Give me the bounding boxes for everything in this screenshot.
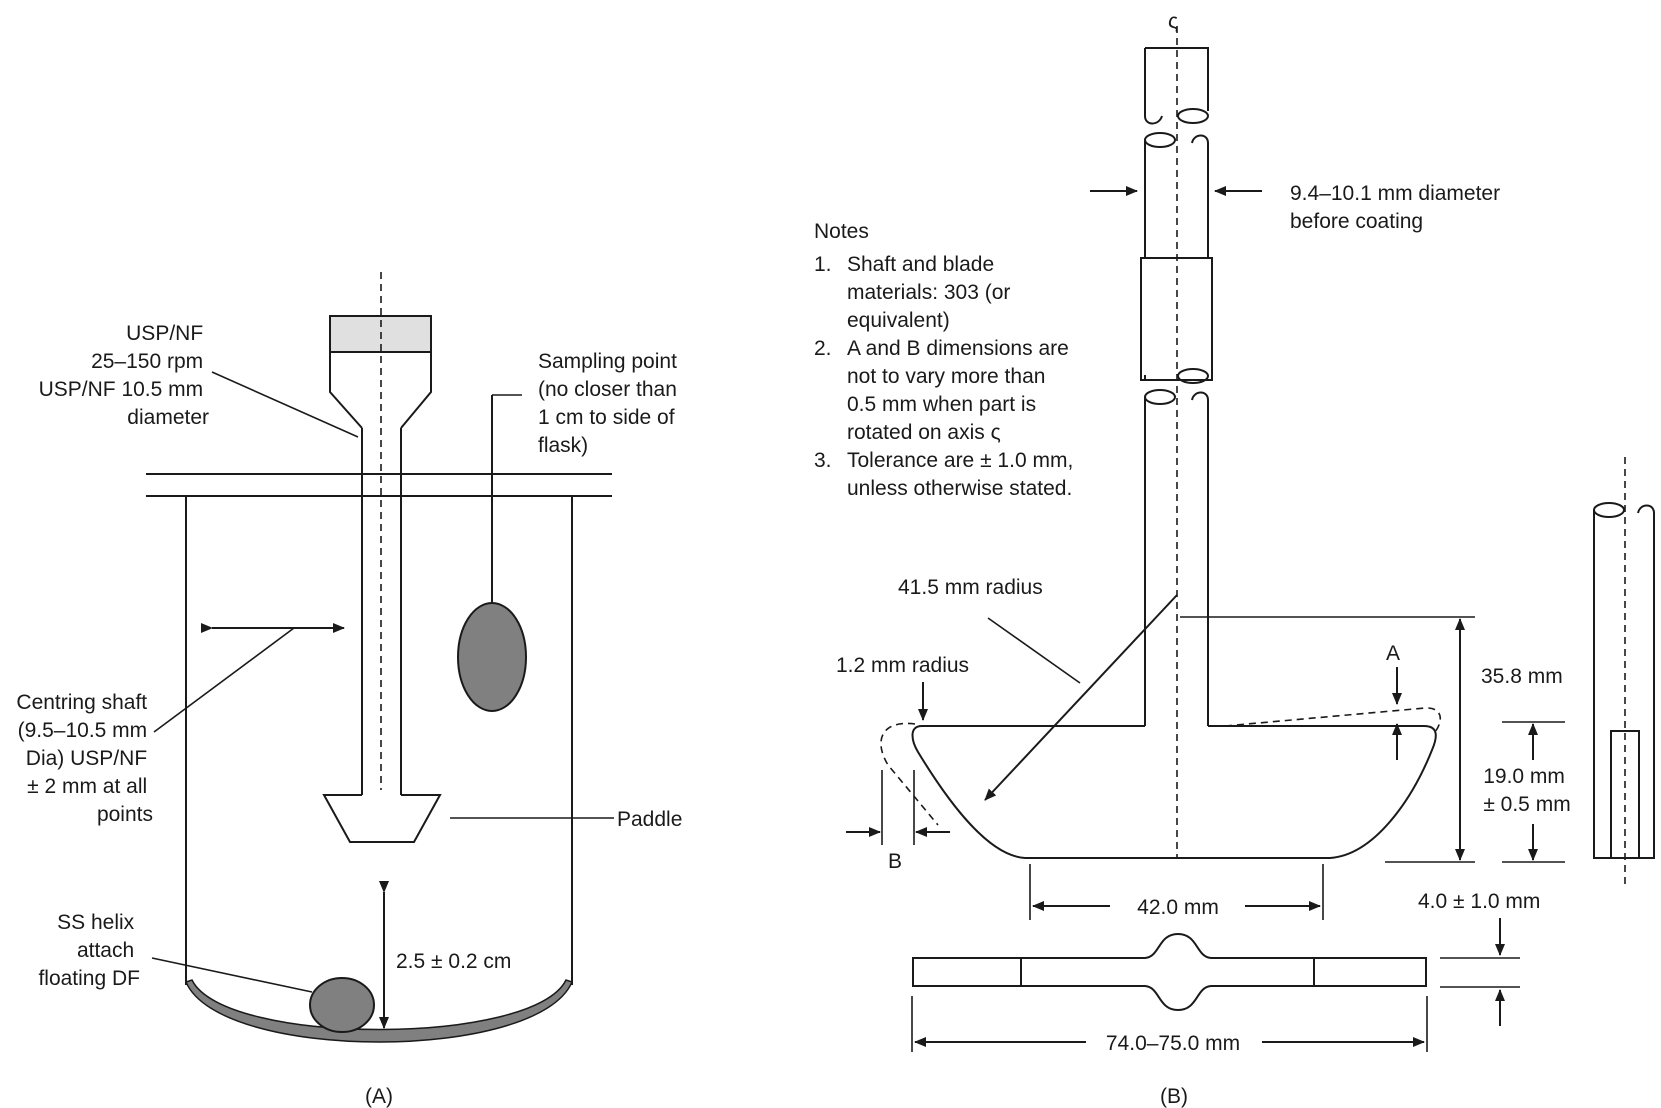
dimension-total-width	[911, 996, 1428, 1052]
caption-b: (B)	[1160, 1085, 1188, 1108]
total-width-label: 74.0–75.0 mm	[1106, 1032, 1240, 1055]
dimension-total-height	[1180, 616, 1475, 863]
radius-small-label: 1.2 mm radius	[836, 654, 969, 677]
radius-41-5-indicator	[984, 594, 1178, 801]
side-view	[1593, 457, 1655, 888]
dim-b-label: B	[888, 850, 902, 873]
helix-sinker	[309, 977, 375, 1033]
note-1: 1. Shaft and blade materials: 303 (or eq…	[814, 253, 1016, 332]
blade-top-view	[912, 932, 1427, 1012]
panel-a: USP/NF 25–150 rpm USP/NF 10.5 mm diamete…	[16, 272, 682, 1108]
thickness-label: 4.0 ± 1.0 mm	[1418, 890, 1540, 913]
shaft-segment-lower	[1144, 389, 1209, 726]
shaft-segment-middle	[1140, 132, 1213, 384]
rotated-outline	[880, 707, 1442, 826]
helix-label: SS helix attach floating DF	[38, 911, 140, 990]
dimension-blade-height	[1502, 721, 1565, 863]
note-2: 2. A and B dimensions are not to vary mo…	[814, 337, 1075, 444]
paddle-blade	[322, 794, 442, 843]
shaft-diameter-label: 9.4–10.1 mm diameter before coating	[1290, 182, 1506, 233]
notes-title: Notes	[814, 220, 869, 243]
dissolution-vessel	[146, 473, 612, 1043]
paddle-blade-profile	[911, 725, 1437, 859]
sampling-point-label: Sampling point (no closer than 1 cm to s…	[538, 350, 683, 457]
centerline-symbol: ς	[1168, 10, 1178, 33]
notes-list: 1. Shaft and blade materials: 303 (or eq…	[814, 253, 1079, 500]
note-3: 3. Tolerance are ± 1.0 mm, unless otherw…	[814, 449, 1079, 500]
dim-a-label: A	[1386, 642, 1400, 665]
centring-shaft-label: Centring shaft (9.5–10.5 mm Dia) USP/NF …	[16, 691, 153, 826]
paddle-shaft	[361, 272, 402, 795]
shaft-segment-top	[1144, 47, 1209, 125]
total-height-label: 35.8 mm	[1481, 665, 1563, 688]
paddle-label: Paddle	[617, 808, 682, 831]
paddle-height-label: 2.5 ± 0.2 cm	[396, 950, 511, 973]
dimension-thickness	[1440, 918, 1520, 1026]
dimension-b	[846, 770, 950, 845]
sampling-probe	[457, 394, 527, 712]
blade-height-label: 19.0 mm ± 0.5 mm	[1483, 765, 1571, 816]
caption-a: (A)	[365, 1085, 393, 1108]
radius-large-label: 41.5 mm radius	[898, 576, 1043, 599]
dimension-bottom-width	[1029, 864, 1324, 920]
bottom-width-label: 42.0 mm	[1137, 896, 1219, 919]
motor-label: USP/NF 25–150 rpm USP/NF 10.5 mm diamete…	[39, 322, 209, 429]
panel-b: ς	[814, 10, 1655, 1108]
